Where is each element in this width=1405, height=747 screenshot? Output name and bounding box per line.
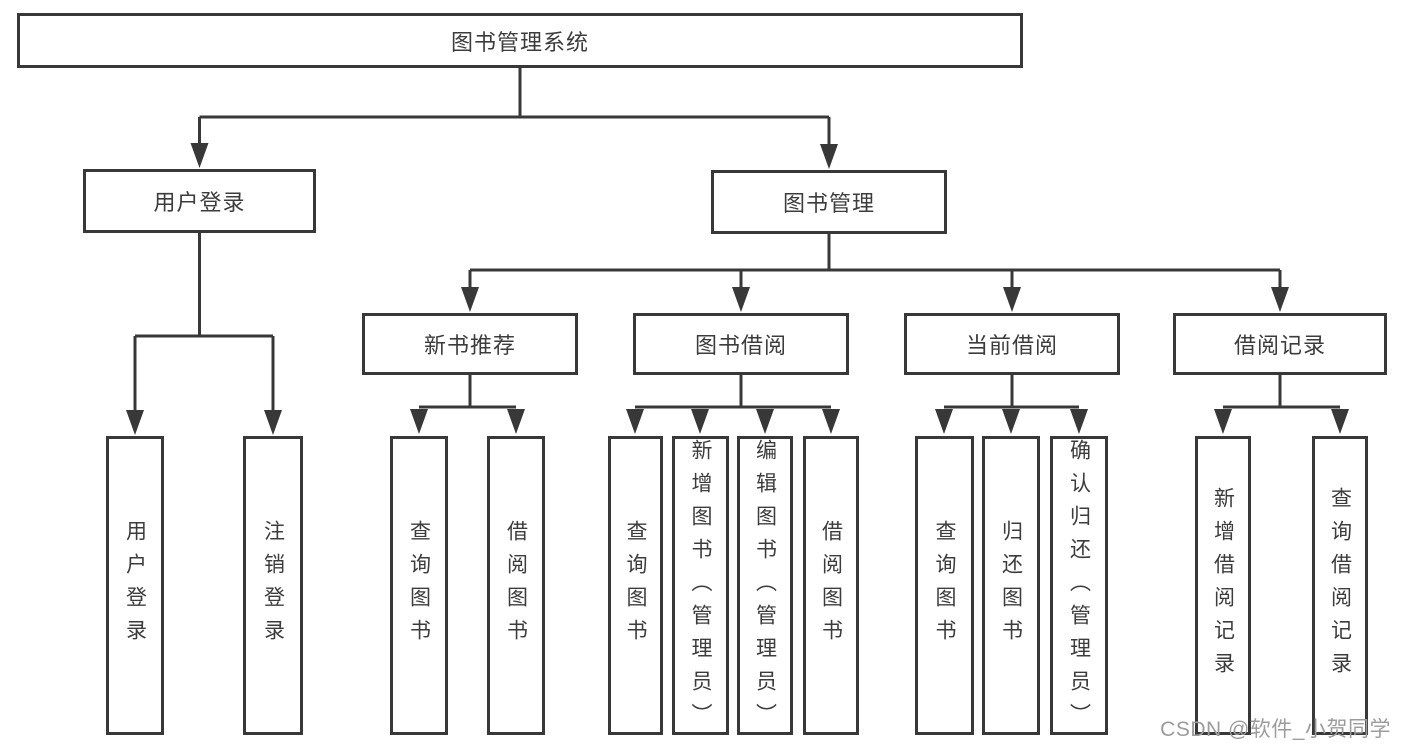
- node-label: 归还图书: [999, 519, 1023, 652]
- arrow-down-icon: [935, 409, 953, 434]
- arrow-down-icon: [822, 409, 840, 434]
- node-label: 借阅图书: [819, 519, 843, 652]
- node-label: 查询图书: [624, 519, 647, 652]
- node-leaf-query-books-1: 查询图书: [390, 436, 448, 735]
- node-label: 借阅图书: [504, 519, 528, 652]
- node-leaf-query-books-2: 查询图书: [608, 436, 663, 735]
- arrow-down-icon: [732, 287, 750, 312]
- node-label: 用户登录: [123, 519, 147, 652]
- arrow-down-icon: [1331, 409, 1349, 434]
- arrow-down-icon: [820, 144, 838, 169]
- arrow-down-icon: [756, 409, 774, 434]
- node-label: 查询图书: [407, 519, 431, 652]
- node-leaf-borrow-books-1: 借阅图书: [487, 436, 545, 735]
- node-leaf-user-login: 用户登录: [106, 436, 164, 735]
- node-leaf-confirm-return: 确认归还（管理员）: [1050, 436, 1108, 736]
- arrow-down-icon: [1002, 409, 1020, 434]
- node-label: 编辑图书（管理员）: [753, 439, 777, 736]
- node-leaf-query-borrow-record: 查询借阅记录: [1312, 436, 1368, 735]
- node-user-login: 用户登录: [83, 169, 316, 233]
- node-label: 新增借阅记录: [1211, 486, 1235, 685]
- node-leaf-borrow-books-2: 借阅图书: [803, 436, 859, 735]
- node-label: 查询图书: [933, 519, 956, 652]
- node-label: 查询借阅记录: [1328, 486, 1352, 685]
- edge-user-login-to-leaves: [133, 233, 275, 411]
- node-current-borrowing: 当前借阅: [904, 313, 1120, 375]
- node-label: 借阅记录: [1233, 333, 1326, 358]
- node-library-management-system: 图书管理系统: [17, 13, 1023, 68]
- csdn-watermark: CSDN @软件_小贺同学: [1160, 718, 1391, 741]
- node-label: 用户登录: [153, 190, 246, 215]
- node-label: 图书管理: [782, 191, 875, 216]
- node-label: 注销登录: [261, 519, 285, 652]
- node-leaf-edit-books: 编辑图书（管理员）: [737, 436, 793, 736]
- node-label: 当前借阅: [965, 333, 1058, 358]
- node-label: 确认归还（管理员）: [1067, 439, 1091, 736]
- node-borrowing-records: 借阅记录: [1173, 313, 1387, 375]
- arrow-down-icon: [691, 409, 709, 434]
- arrow-down-icon: [626, 409, 644, 434]
- edge-book-borrowing-to-leaves: [635, 375, 831, 409]
- arrow-down-icon: [1271, 287, 1289, 312]
- node-book-management: 图书管理: [711, 170, 947, 234]
- edge-new-book-recommend-to-leaves: [419, 374, 516, 409]
- node-label: 新书推荐: [423, 333, 516, 358]
- arrow-down-icon: [126, 410, 144, 435]
- arrow-down-icon: [264, 410, 282, 435]
- node-label: 新增图书（管理员）: [689, 439, 712, 736]
- arrow-down-icon: [507, 409, 525, 434]
- node-leaf-logout: 注销登录: [243, 436, 303, 735]
- arrow-down-icon: [461, 287, 479, 312]
- node-leaf-query-books-3: 查询图书: [915, 436, 974, 735]
- edge-borrowing-records-to-leaves: [1223, 375, 1340, 409]
- arrow-down-icon: [1214, 409, 1232, 434]
- node-leaf-add-borrow-record: 新增借阅记录: [1195, 436, 1251, 735]
- node-new-book-recommend: 新书推荐: [362, 313, 578, 375]
- arrow-down-icon: [1003, 287, 1021, 312]
- arrow-down-icon: [1070, 409, 1088, 434]
- node-label: 图书管理系统: [450, 29, 589, 55]
- edge-book-management-to-level3: [468, 234, 1282, 288]
- node-label: 图书借阅: [694, 333, 787, 358]
- edge-root-to-level2: [198, 68, 831, 145]
- node-book-borrowing: 图书借阅: [633, 313, 849, 375]
- arrow-down-icon: [190, 143, 209, 168]
- node-leaf-return-books: 归还图书: [982, 436, 1040, 735]
- edge-current-borrowing-to-leaves: [944, 375, 1079, 409]
- arrow-down-icon: [410, 409, 428, 434]
- node-leaf-add-books: 新增图书（管理员）: [672, 436, 729, 736]
